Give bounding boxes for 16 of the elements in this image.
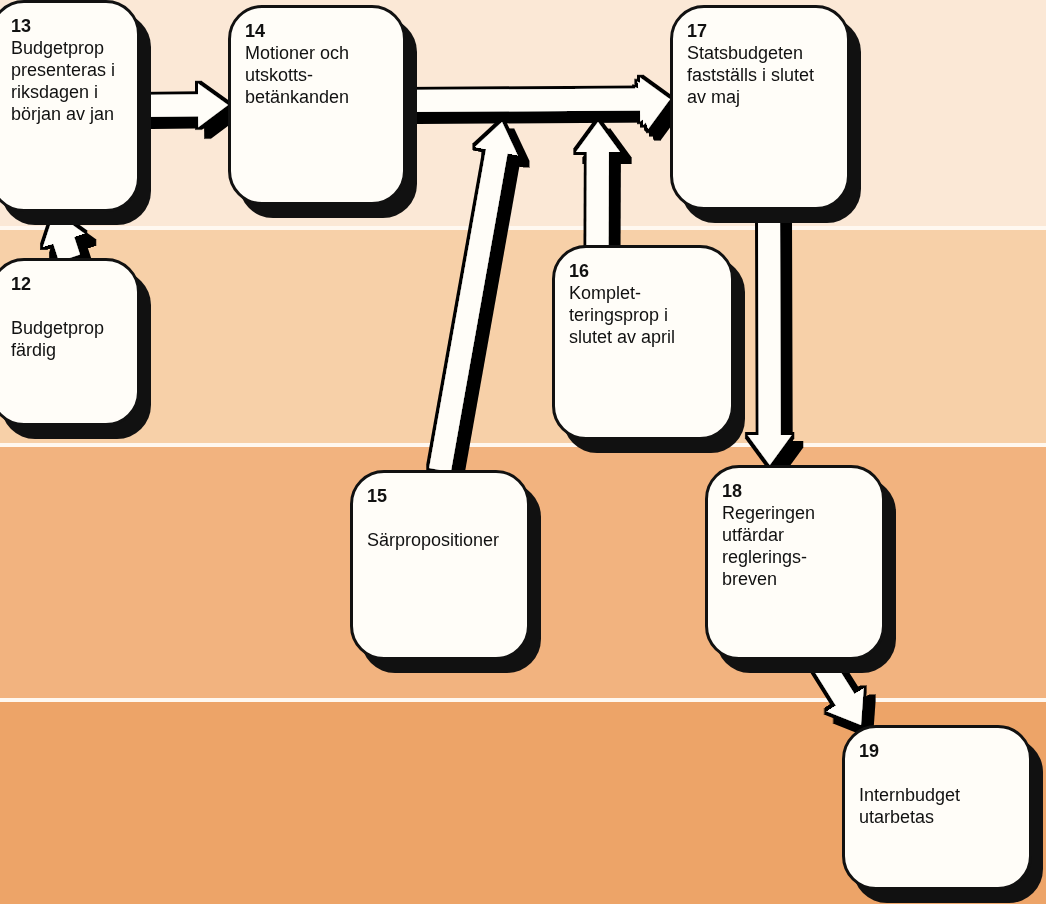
step-number: 17 — [687, 20, 709, 42]
step-text: Statsbudgeten fastställs i slutet av maj — [687, 42, 816, 108]
step-number: 19 — [859, 740, 881, 762]
step-number: 16 — [569, 260, 591, 282]
step-number: 12 — [11, 273, 33, 295]
step-text: Budgetprop färdig — [11, 317, 106, 361]
step-text: Internbudget utarbetas — [859, 784, 962, 828]
step-number: 13 — [11, 15, 33, 37]
step-number: 18 — [722, 480, 744, 502]
step-number: 15 — [367, 485, 389, 507]
step-text: Budgetprop presenteras i riksdagen i början av jan — [11, 37, 117, 125]
step-number: 14 — [245, 20, 267, 42]
step-text: Motioner och utskotts- betänkanden — [245, 42, 351, 108]
step-text: Komplet- teringsprop i slutet av april — [569, 282, 677, 348]
step-text: Särpropositioner — [367, 529, 501, 551]
step-text: Regeringen utfärdar reglerings- breven — [722, 502, 817, 590]
